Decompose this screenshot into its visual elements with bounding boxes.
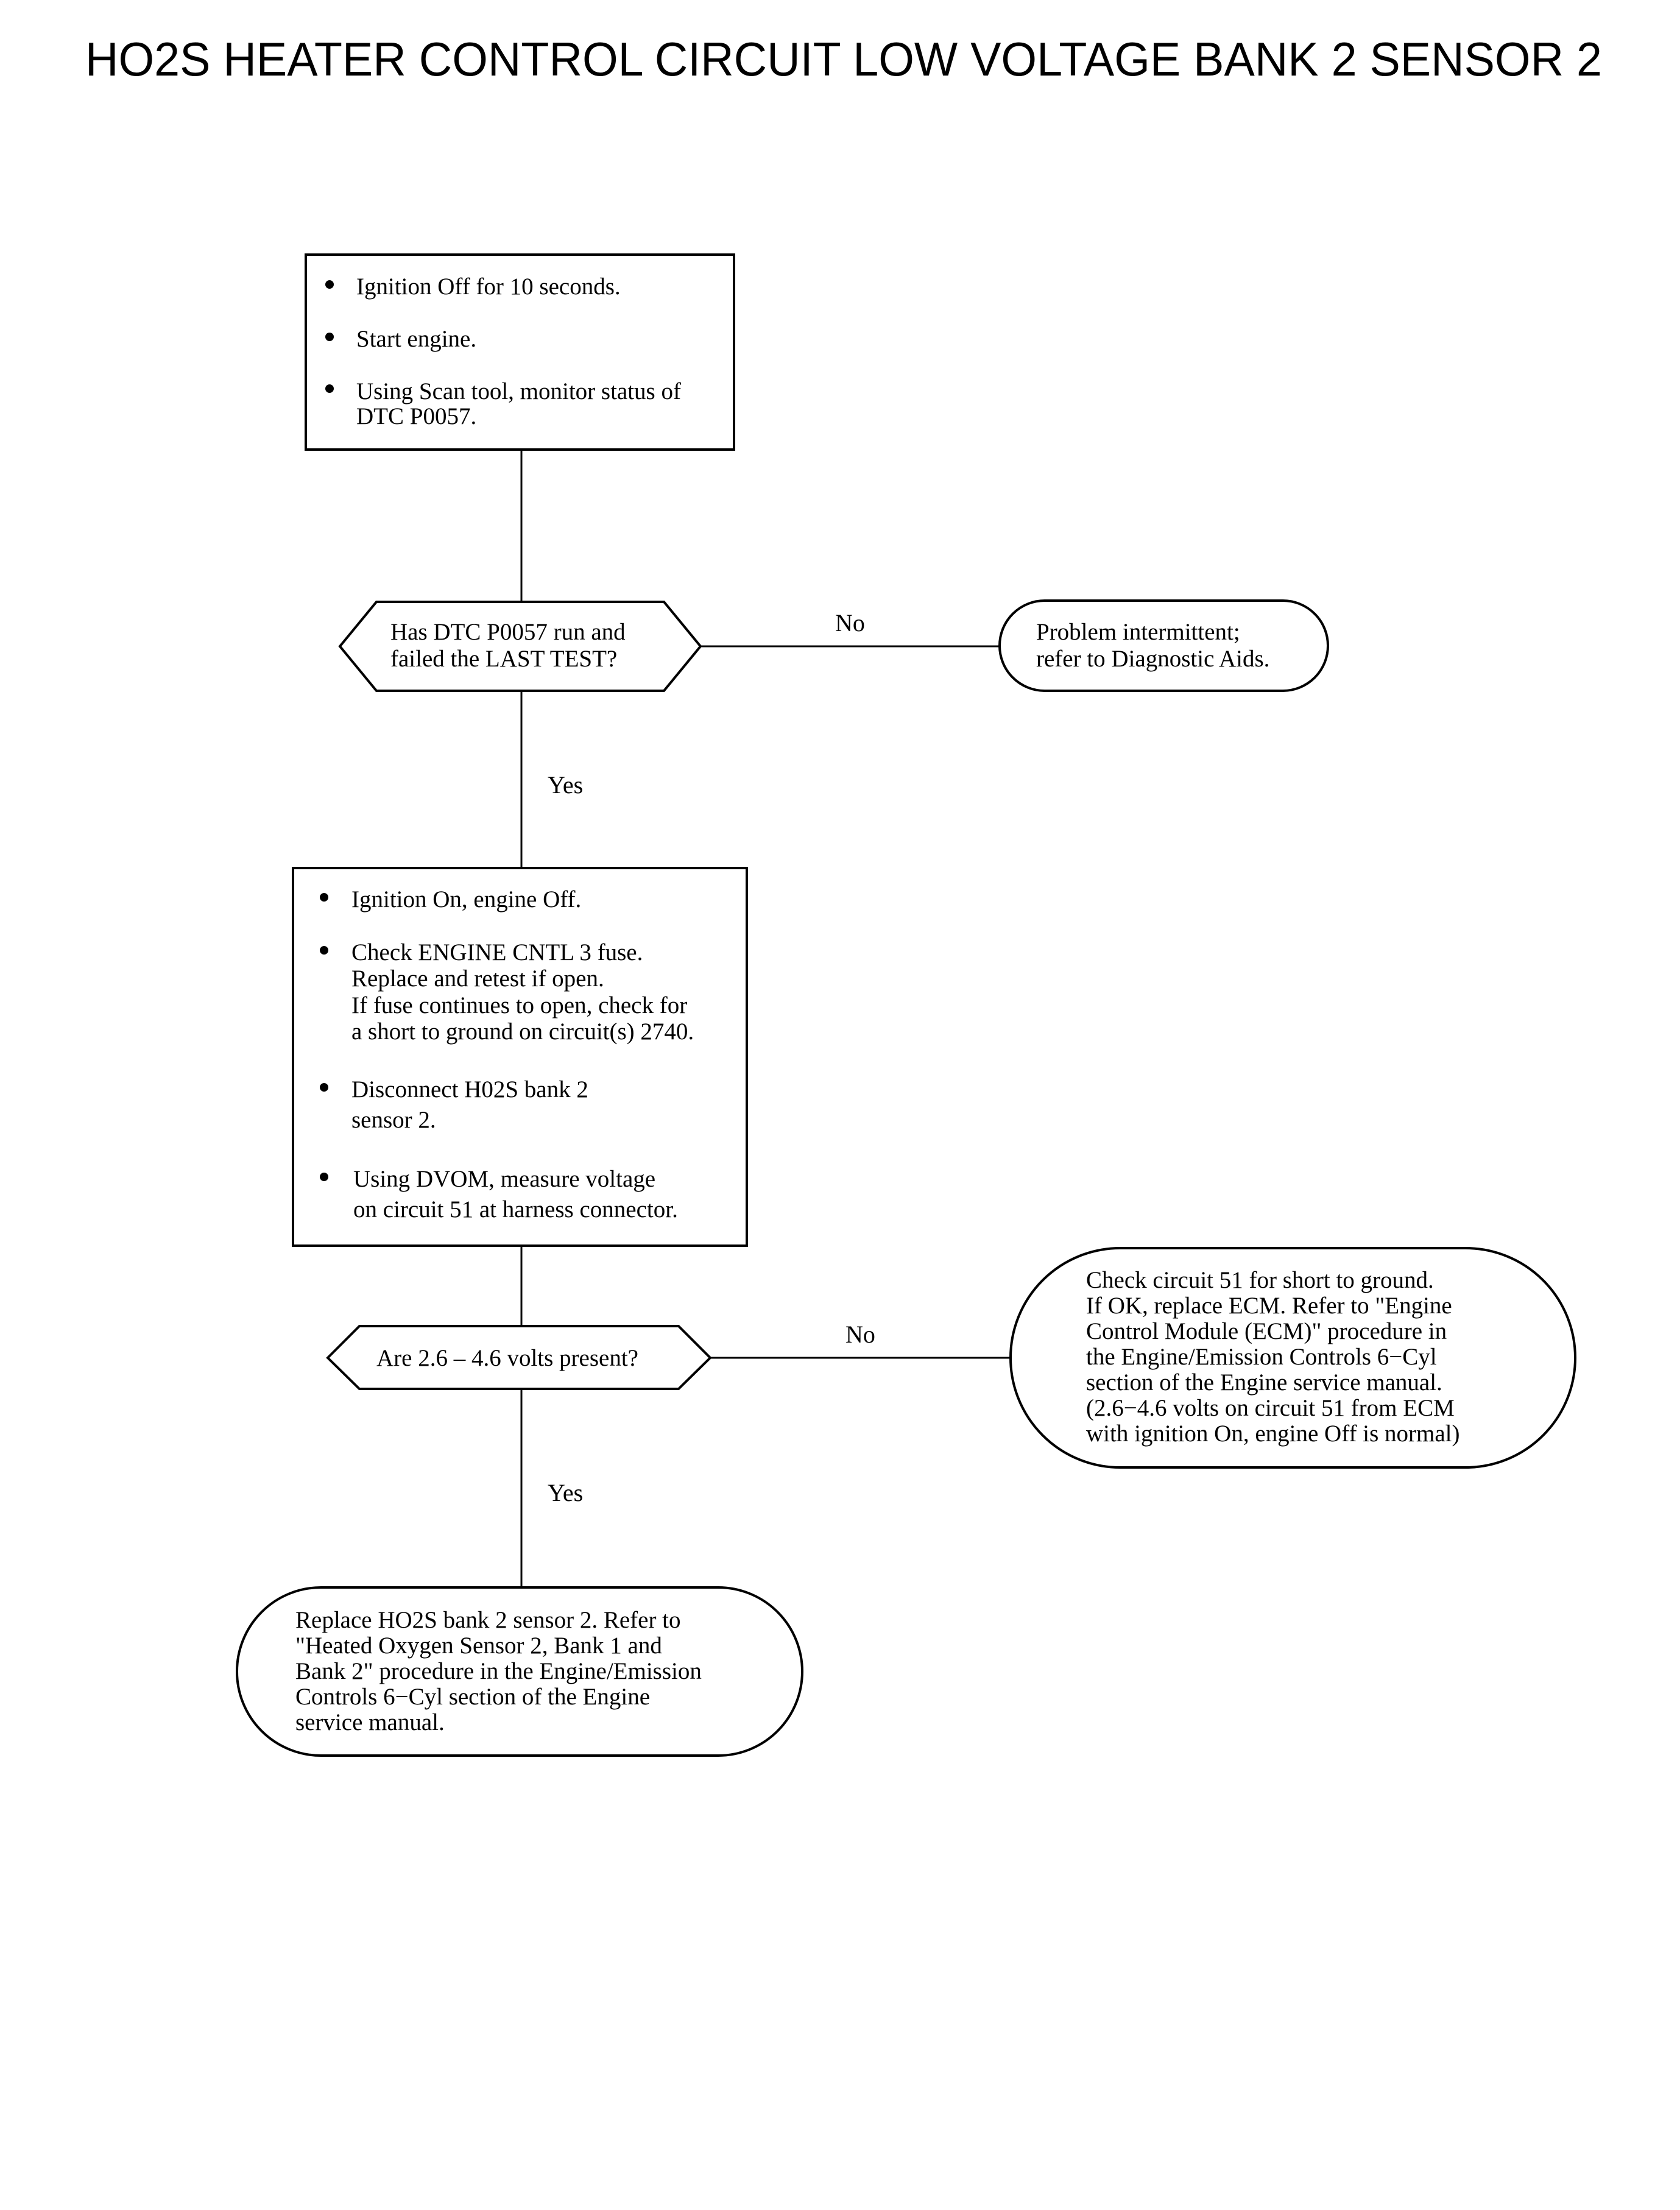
result2-line-2: If OK, replace ECM. Refer to "Engine xyxy=(1086,1293,1452,1319)
result1-terminal: Problem intermittent; refer to Diagnosti… xyxy=(998,599,1329,692)
bullet-dot xyxy=(320,1083,328,1092)
step2-bullet-2-line-3: If fuse continues to open, check for xyxy=(351,992,687,1019)
result2-terminal: Check circuit 51 for short to ground. If… xyxy=(1009,1247,1576,1469)
step2-bullet-2-line-2: Replace and retest if open. xyxy=(351,966,604,992)
edge-label-decision1-yes: Yes xyxy=(548,771,583,799)
step2-bullet-3-line-2: sensor 2. xyxy=(351,1107,436,1133)
result3-line-5: service manual. xyxy=(295,1709,445,1735)
step1-bullet-2: Start engine. xyxy=(356,326,476,352)
decision2-hexagon: Are 2.6 – 4.6 volts present? xyxy=(326,1325,712,1390)
result3-line-3: Bank 2" procedure in the Engine/Emission xyxy=(295,1658,702,1684)
step2-bullet-2-line-4: a short to ground on circuit(s) 2740. xyxy=(351,1019,694,1045)
bullet-dot xyxy=(325,333,334,341)
bullet-dot xyxy=(320,893,328,902)
result2-line-6: (2.6−4.6 volts on circuit 51 from ECM xyxy=(1086,1395,1455,1421)
step2-bullet-2: Check ENGINE CNTL 3 fuse. xyxy=(351,939,643,966)
decision1-hexagon: Has DTC P0057 run and failed the LAST TE… xyxy=(338,601,702,692)
edge-label-decision2-no: No xyxy=(845,1321,875,1348)
result1-line-1: Problem intermittent; xyxy=(1036,619,1240,645)
result2-line-7: with ignition On, engine Off is normal) xyxy=(1086,1421,1459,1447)
result3-line-2: "Heated Oxygen Sensor 2, Bank 1 and xyxy=(295,1633,662,1659)
result1-line-2: refer to Diagnostic Aids. xyxy=(1036,646,1269,672)
step1-text: Ignition Off for 10 seconds. Start engin… xyxy=(325,274,681,429)
page-title: HO2S HEATER CONTROL CIRCUIT LOW VOLTAGE … xyxy=(85,32,1602,86)
step2-bullet-3: Disconnect H02S bank 2 xyxy=(351,1076,588,1103)
bullet-dot xyxy=(325,384,334,393)
decision2-line-1: Are 2.6 – 4.6 volts present? xyxy=(376,1345,638,1371)
bullet-dot xyxy=(325,280,334,289)
edge-label-decision1-no: No xyxy=(835,609,865,637)
step2-box: Ignition On, engine Off. Check ENGINE CN… xyxy=(292,867,748,1247)
result2-line-5: section of the Engine service manual. xyxy=(1086,1369,1442,1396)
step1-bullet-1: Ignition Off for 10 seconds. xyxy=(356,274,621,300)
result3-line-4: Controls 6−Cyl section of the Engine xyxy=(295,1684,650,1710)
decision1-line-1: Has DTC P0057 run and xyxy=(390,619,626,645)
bullet-dot xyxy=(320,1173,328,1181)
result2-line-3: Control Module (ECM)" procedure in xyxy=(1086,1318,1447,1344)
step1-bullet-3: Using Scan tool, monitor status of xyxy=(356,378,681,404)
result3-line-1: Replace HO2S bank 2 sensor 2. Refer to xyxy=(295,1607,681,1633)
step1-box: Ignition Off for 10 seconds. Start engin… xyxy=(305,253,735,451)
step2-bullet-4: Using DVOM, measure voltage xyxy=(353,1166,655,1192)
result2-line-4: the Engine/Emission Controls 6−Cyl xyxy=(1086,1344,1437,1370)
edge-label-decision2-yes: Yes xyxy=(548,1479,583,1506)
bullet-dot xyxy=(320,946,328,955)
step1-bullet-3-cont: DTC P0057. xyxy=(356,403,476,429)
decision1-line-2: failed the LAST TEST? xyxy=(390,646,617,672)
step2-bullet-1: Ignition On, engine Off. xyxy=(351,886,581,913)
step2-bullet-4-line-2: on circuit 51 at harness connector. xyxy=(353,1196,678,1223)
result3-terminal: Replace HO2S bank 2 sensor 2. Refer to "… xyxy=(236,1586,803,1757)
result2-line-1: Check circuit 51 for short to ground. xyxy=(1086,1267,1434,1293)
